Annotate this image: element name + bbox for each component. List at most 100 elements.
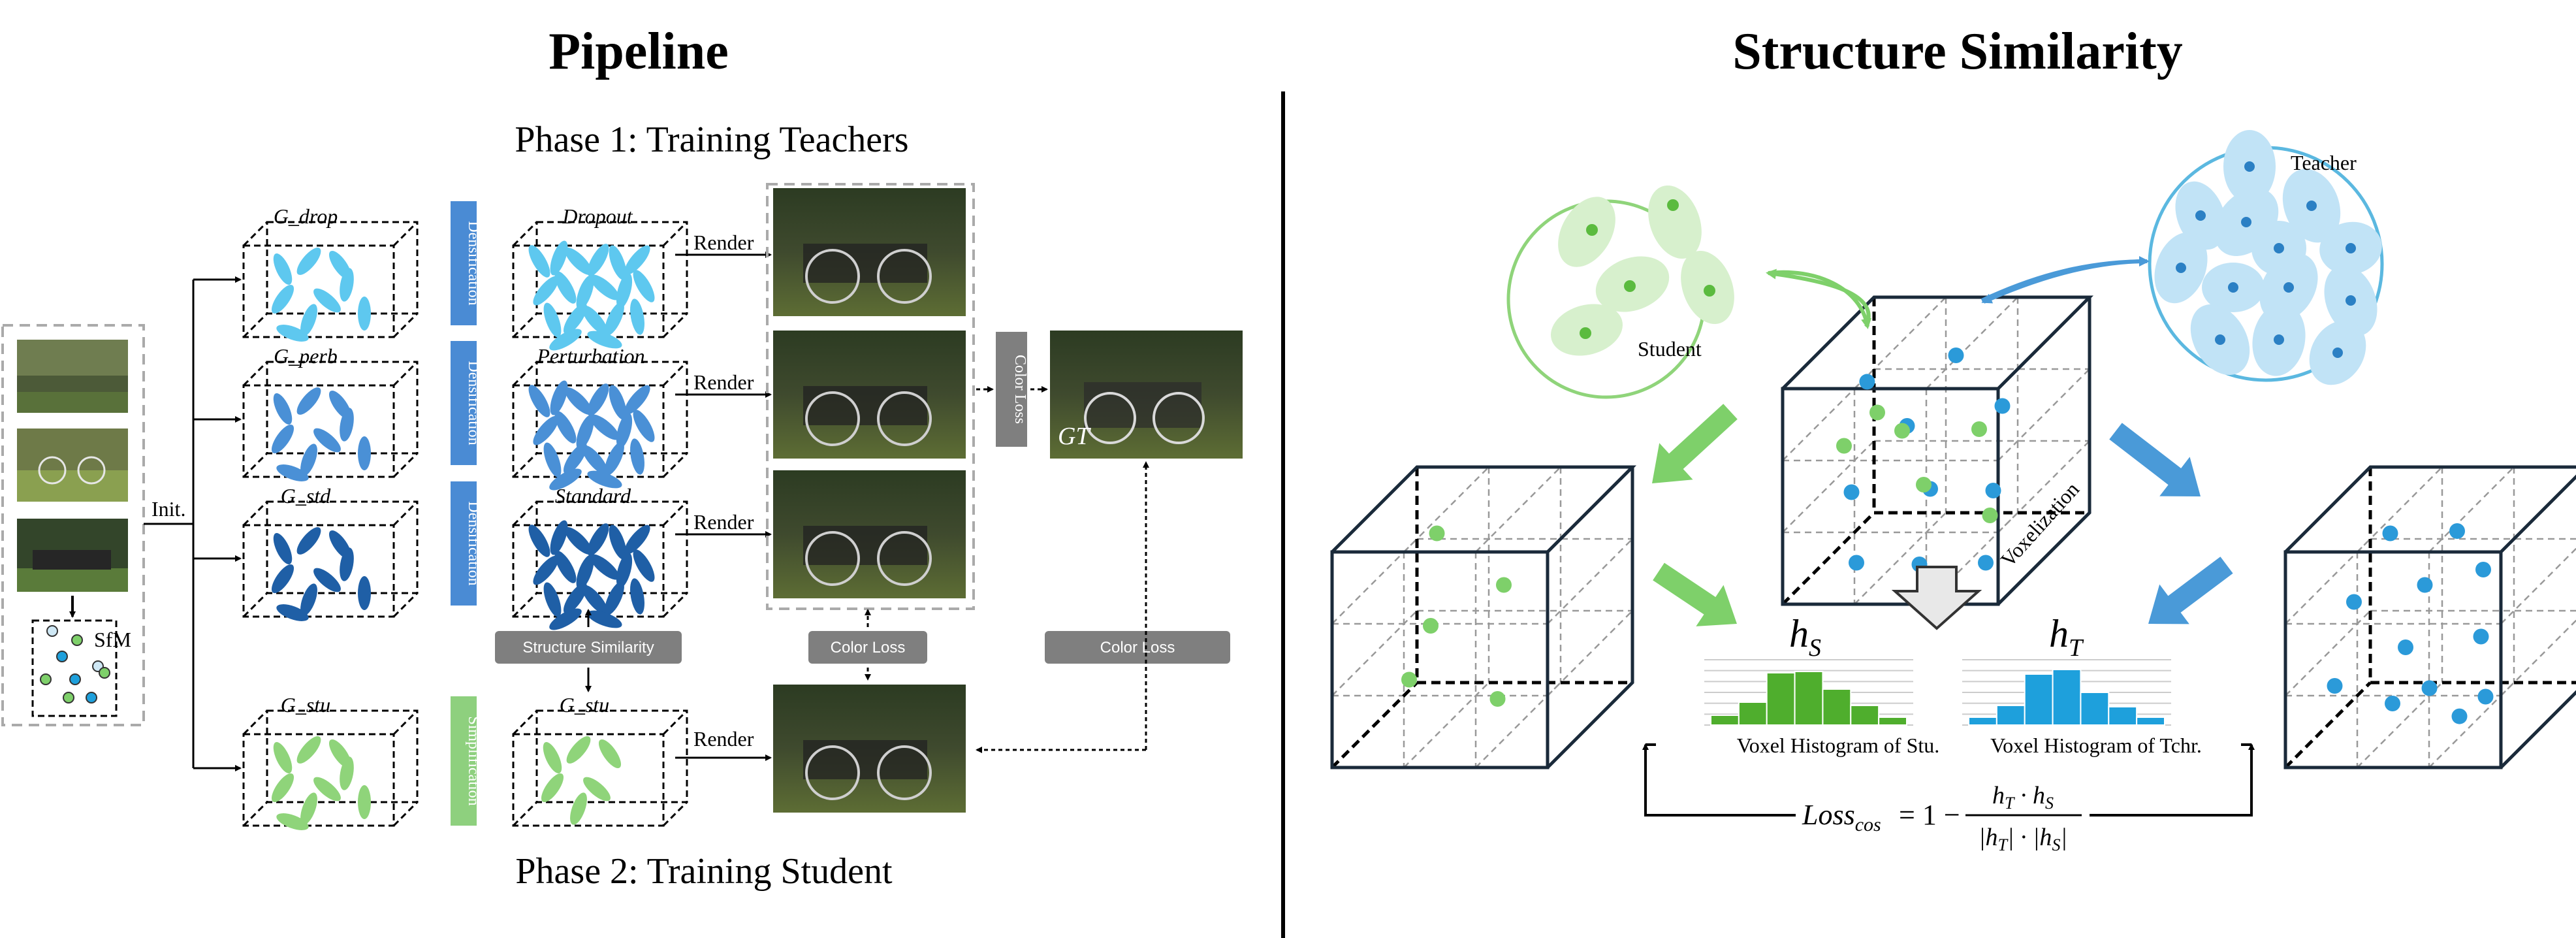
init-label: Init. bbox=[151, 497, 185, 521]
histogram-bar bbox=[1822, 688, 1852, 726]
gaussians-output-drop bbox=[528, 240, 655, 351]
teacher-center bbox=[2228, 282, 2238, 293]
gaussian-ellipse bbox=[564, 387, 593, 415]
gaussian-ellipse bbox=[296, 248, 321, 275]
voxel-point bbox=[1489, 691, 1506, 707]
student-label: Student bbox=[1638, 337, 1702, 361]
teacher-center bbox=[2283, 282, 2294, 293]
teacher-circle bbox=[2148, 130, 2384, 385]
svg-text:Densification: Densification bbox=[465, 361, 482, 445]
voxel-cube-teacher bbox=[2283, 465, 2576, 769]
gaussian-ellipse bbox=[576, 415, 594, 450]
gaussian-ellipse bbox=[300, 583, 317, 616]
gaussian-ellipse bbox=[590, 554, 620, 580]
densification-label-3: Densification bbox=[451, 481, 482, 606]
cube-to-teacher-arrow bbox=[1980, 256, 2150, 302]
gaussian-ellipse bbox=[563, 443, 588, 474]
input-image-3 bbox=[17, 519, 128, 592]
label-g-std: G_std bbox=[281, 484, 331, 508]
gaussian-ellipse bbox=[609, 385, 627, 420]
svg-text:Losscos: Losscos bbox=[1802, 799, 1881, 835]
voxel-point bbox=[1836, 438, 1852, 454]
label-g-perb: G_perb bbox=[274, 344, 338, 368]
gaussian-ellipse bbox=[358, 576, 371, 610]
sfm-points bbox=[40, 625, 110, 704]
teacher-center bbox=[2345, 295, 2356, 306]
label-perturbation: Perturbation bbox=[536, 344, 644, 368]
label-g-drop: G_drop bbox=[274, 204, 338, 228]
voxel-point bbox=[1982, 508, 1998, 523]
histogram-bar bbox=[2136, 717, 2165, 726]
svg-text:Color Loss: Color Loss bbox=[1011, 355, 1028, 424]
gaussian-ellipse bbox=[543, 302, 562, 338]
input-image-2 bbox=[17, 429, 128, 502]
gaussian-ellipse bbox=[582, 445, 608, 475]
gaussian-ellipse bbox=[543, 742, 562, 773]
rendered-images bbox=[773, 188, 966, 813]
gaussian-ellipse bbox=[550, 520, 568, 555]
render-label-2: Render bbox=[693, 370, 754, 394]
gaussian-cubes bbox=[242, 221, 688, 830]
phase1-title: Phase 1: Training Teachers bbox=[515, 120, 908, 160]
gaussian-ellipse bbox=[590, 414, 620, 440]
gaussian-ellipse bbox=[541, 773, 564, 803]
phase2-title: Phase 2: Training Student bbox=[515, 851, 893, 892]
gaussian-ellipse bbox=[587, 244, 609, 276]
render-label-3: Render bbox=[693, 510, 754, 534]
voxel-point bbox=[1994, 398, 2011, 414]
voxel-point bbox=[2473, 628, 2489, 645]
voxel-point bbox=[2398, 639, 2413, 655]
gaussian-ellipse bbox=[271, 773, 294, 803]
gaussian-ellipse bbox=[296, 736, 321, 764]
gaussian-ellipse bbox=[582, 585, 608, 615]
render-label-4: Render bbox=[693, 727, 754, 751]
histogram-teacher bbox=[1962, 659, 2171, 726]
teacher-center bbox=[2244, 161, 2255, 172]
gaussian-ellipse bbox=[276, 325, 309, 342]
voxel-point bbox=[1869, 404, 1885, 421]
gaussian-ellipse bbox=[598, 739, 622, 769]
block-arrow-teacher-to-hist bbox=[2148, 557, 2233, 624]
teacher-center bbox=[2306, 201, 2317, 211]
gaussian-ellipse bbox=[313, 777, 341, 801]
gaussian-ellipse bbox=[340, 547, 354, 581]
ht-label: hT bbox=[2049, 612, 2084, 662]
voxel-point bbox=[1401, 671, 1417, 688]
gaussian-ellipse bbox=[533, 555, 559, 585]
histogram-bar bbox=[2024, 673, 2054, 726]
student-center bbox=[1704, 285, 1715, 297]
voxel-point bbox=[1423, 618, 1439, 634]
voxel-point bbox=[1948, 348, 1964, 363]
gaussian-ellipse bbox=[300, 304, 317, 336]
histogram-bar bbox=[1850, 705, 1880, 726]
svg-text:Color Loss: Color Loss bbox=[831, 639, 906, 656]
voxel-point bbox=[2451, 708, 2468, 724]
svg-text:Densification: Densification bbox=[465, 221, 482, 305]
block-arrow-to-teacher-cube bbox=[2109, 423, 2201, 496]
voxel-cube-student bbox=[1330, 465, 1637, 769]
gaussian-ellipse bbox=[564, 247, 593, 276]
gaussian-ellipse bbox=[533, 415, 559, 445]
teacher-center bbox=[2274, 243, 2284, 253]
histogram-bar bbox=[1968, 717, 1997, 726]
cube-input-std bbox=[242, 500, 419, 618]
sfm-box bbox=[31, 619, 118, 717]
rendered-image-2 bbox=[773, 331, 966, 459]
gaussian-ellipse bbox=[340, 756, 354, 790]
gt-image bbox=[1050, 331, 1243, 459]
voxel-point bbox=[1978, 555, 1994, 571]
gaussian-ellipse bbox=[605, 302, 624, 336]
teacher-label: Teacher bbox=[2291, 151, 2357, 174]
gaussian-ellipse bbox=[528, 525, 550, 557]
voxel-point bbox=[2417, 577, 2433, 593]
gaussian-ellipse bbox=[624, 385, 650, 415]
voxel-point bbox=[1859, 374, 1875, 390]
rendered-image-1 bbox=[773, 188, 966, 316]
voxel-point bbox=[2382, 525, 2398, 542]
voxel-point bbox=[1894, 423, 1910, 439]
gaussian-ellipse bbox=[605, 581, 624, 615]
cube-input-perb bbox=[242, 361, 419, 478]
teacher-center bbox=[2215, 334, 2225, 345]
student-center bbox=[1667, 199, 1679, 211]
loss-arrow-left bbox=[1642, 743, 1796, 817]
